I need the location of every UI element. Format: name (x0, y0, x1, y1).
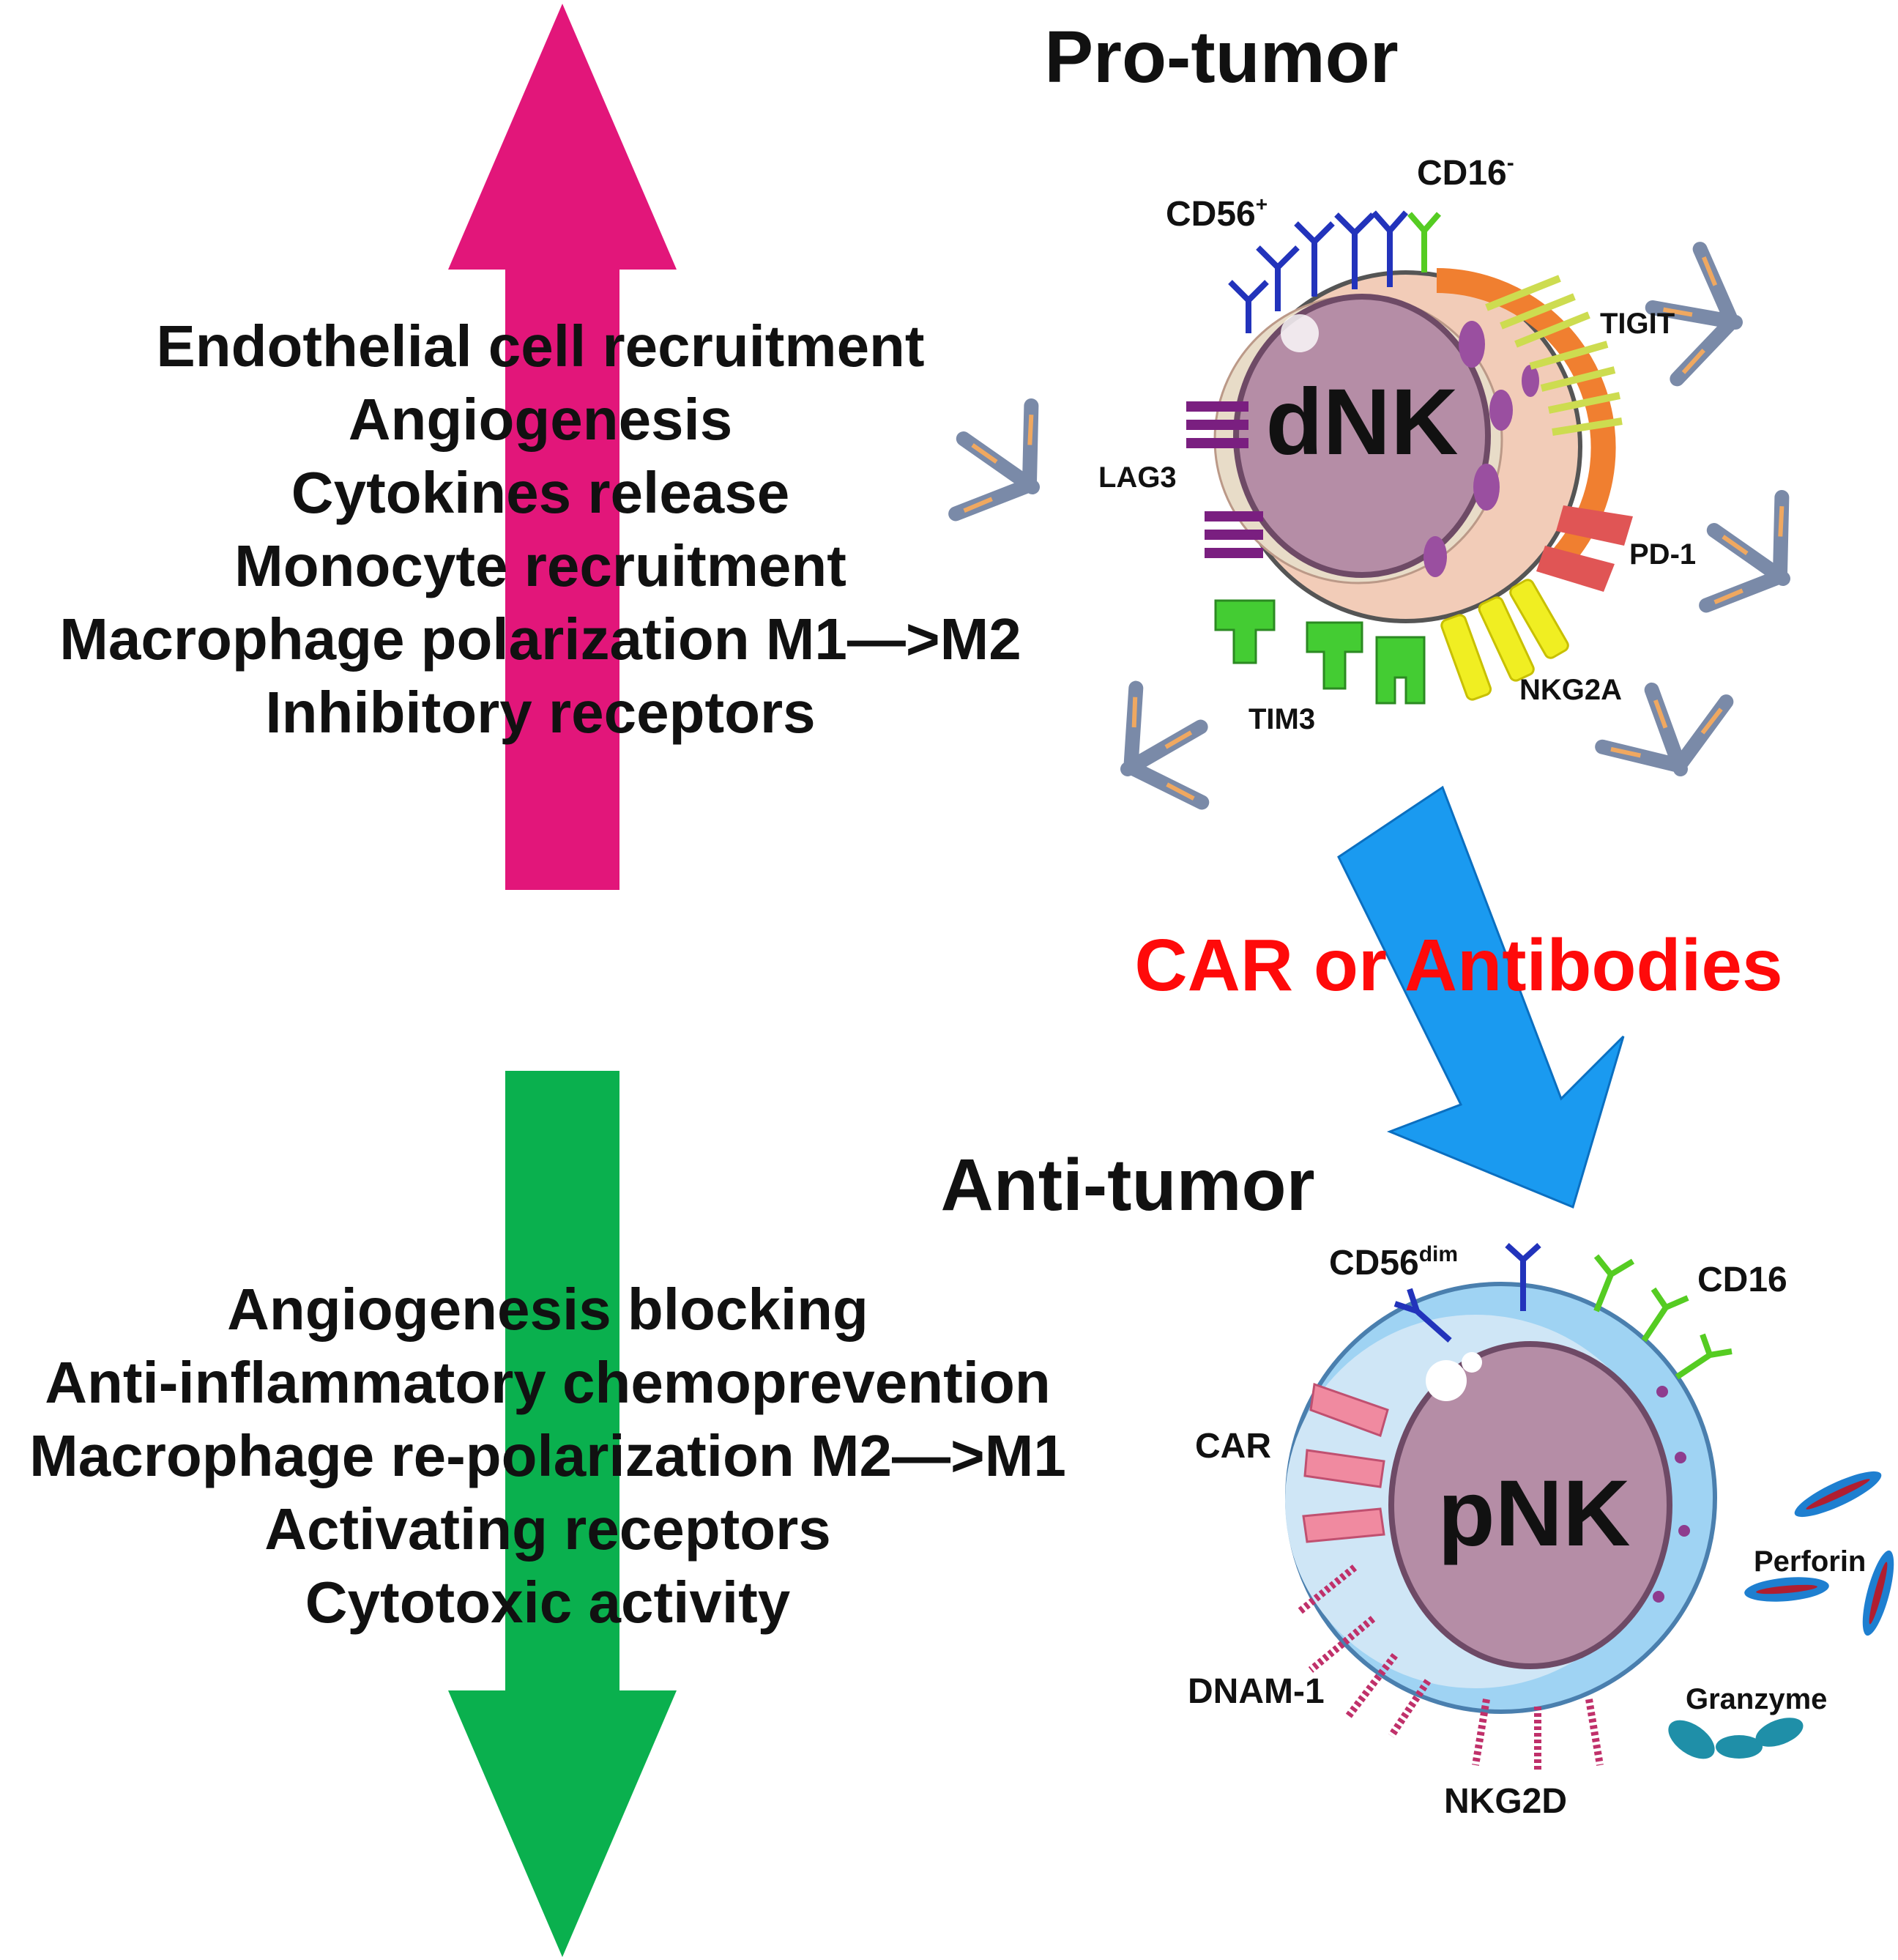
tim3-label: TIM3 (1248, 703, 1315, 735)
up-arrow (448, 4, 677, 890)
pd1-receptors (1536, 505, 1633, 592)
list-item: Anti-inflammatory chemoprevention (45, 1350, 1051, 1415)
list-item: Monocyte recruitment (234, 533, 846, 598)
nkg2d-label: NKG2D (1444, 1782, 1567, 1821)
granzyme-label: Granzyme (1686, 1683, 1827, 1715)
list-item: Macrophage re-polarization M2—>M1 (29, 1423, 1066, 1488)
list-item: Angiogenesis blocking (227, 1277, 868, 1342)
list-item: Cytotoxic activity (305, 1570, 791, 1635)
car-receptors (1302, 1382, 1389, 1543)
dnam1-label: DNAM-1 (1188, 1672, 1325, 1711)
tim3-receptors (1214, 599, 1426, 705)
antibody-icon (926, 385, 1070, 541)
pro-tumor-effects-list: Endothelial cell recruitment Angiogenesi… (59, 313, 1021, 745)
anti-tumor-heading: Anti-tumor (941, 1144, 1315, 1226)
cd56-label: CD56+ (1166, 193, 1268, 234)
dnk-nucleus (1233, 294, 1491, 578)
cd16-receptor (1407, 212, 1442, 272)
perforin-label: Perforin (1754, 1545, 1866, 1578)
nkg2a-label: NKG2A (1519, 674, 1622, 706)
cd16-receptors (1593, 1254, 1733, 1380)
car-label: CAR (1195, 1427, 1271, 1466)
antibody-icon (1676, 476, 1820, 632)
list-item: Cytokines release (291, 460, 789, 525)
lag3-label: LAG3 (1098, 461, 1177, 494)
pro-tumor-heading: Pro-tumor (1044, 16, 1398, 98)
transition-arrow (1337, 785, 1625, 1209)
list-item: Endothelial cell recruitment (156, 313, 924, 379)
perforin-icon (1744, 1471, 1894, 1636)
list-item: Activating receptors (264, 1496, 831, 1562)
tigit-receptors (1485, 275, 1623, 436)
list-item: Macrophage polarization M1—>M2 (59, 606, 1021, 672)
cd56-label: CD56dim (1329, 1242, 1458, 1282)
list-item: Inhibitory receptors (265, 680, 815, 745)
antibody-icon (1095, 670, 1234, 826)
down-arrow (448, 1071, 677, 1957)
cd16-label: CD16 (1697, 1261, 1787, 1299)
cd16-label: CD16- (1417, 151, 1514, 193)
nkg2a-receptors (1440, 579, 1569, 701)
dnk-label: dNK (1265, 370, 1458, 475)
anti-tumor-effects-list: Angiogenesis blocking Anti-inflammatory … (29, 1277, 1066, 1635)
granzyme-icon (1668, 1718, 1804, 1759)
nkg2d-receptors (1472, 1699, 1604, 1772)
pd1-label: PD-1 (1629, 538, 1696, 571)
cd56-receptors (1228, 210, 1409, 333)
dnk-cell (1186, 210, 1633, 705)
transition-label: CAR or Antibodies (1134, 924, 1782, 1006)
cd56-receptors (1393, 1243, 1541, 1343)
pnk-cell (1285, 1243, 1733, 1772)
tigit-label: TIGIT (1600, 308, 1675, 340)
pnk-label: pNK (1437, 1461, 1630, 1566)
list-item: Angiogenesis (349, 387, 733, 452)
lag3-receptors (1186, 401, 1263, 558)
pnk-nucleus (1388, 1341, 1672, 1669)
dnam1-receptors (1297, 1564, 1432, 1738)
